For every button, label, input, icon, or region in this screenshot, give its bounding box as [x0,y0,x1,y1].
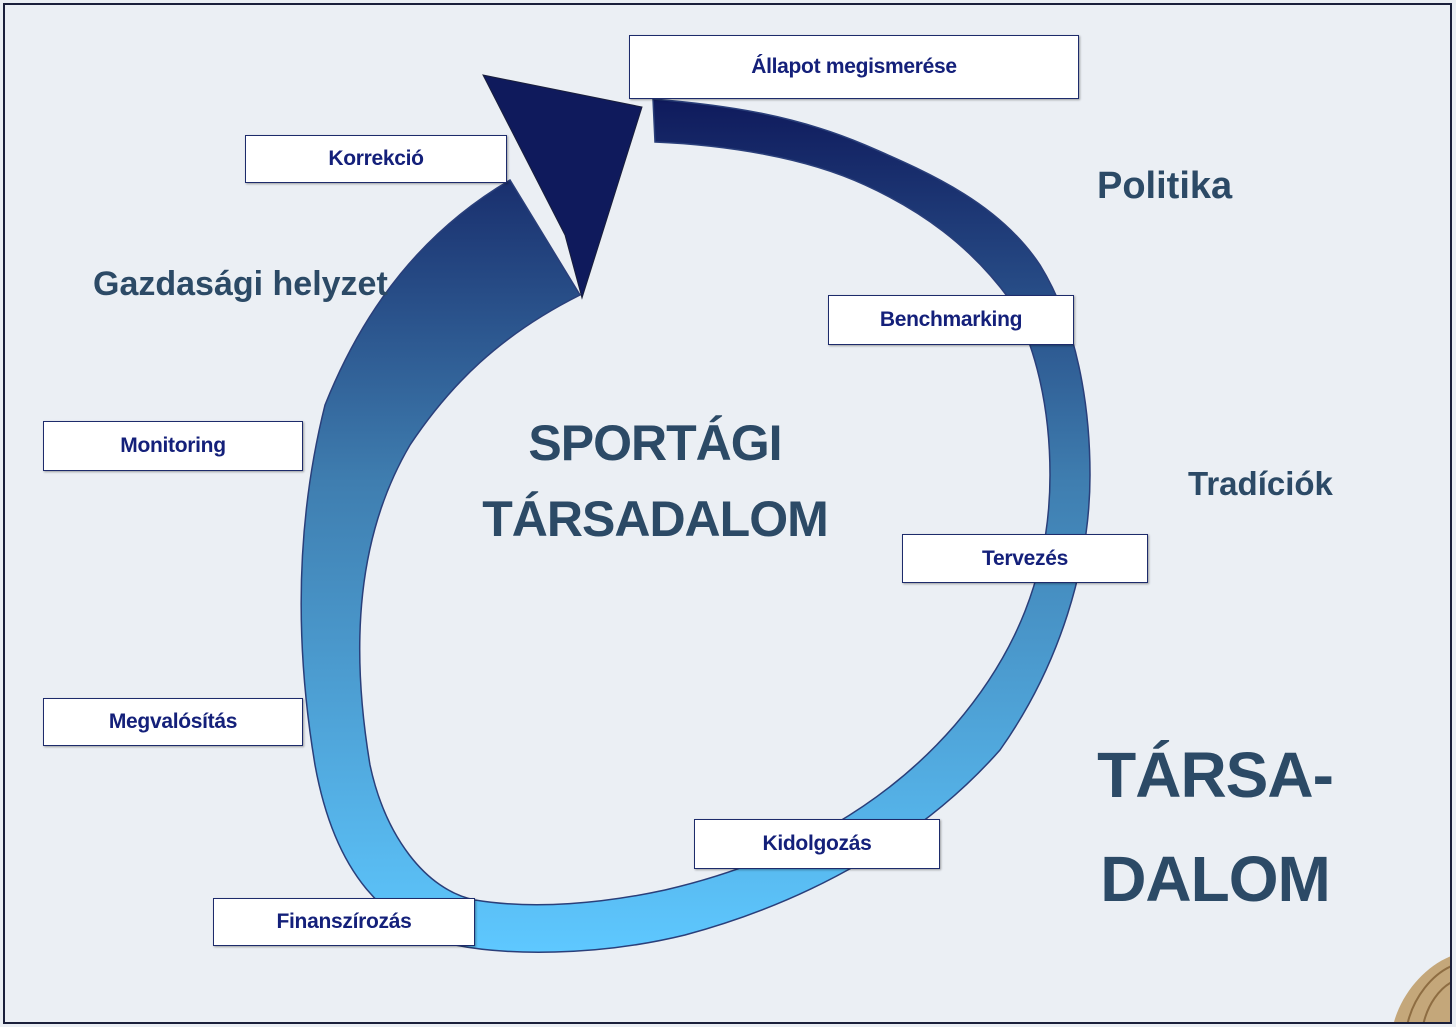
stage-benchmarking-box: Benchmarking [828,295,1074,345]
society-title-line1: TÁRSA- [1097,739,1334,811]
stage-elaboration-label: Kidolgozás [762,832,872,855]
stage-monitoring-label: Monitoring [120,434,226,457]
center-title-line2: TÁRSADALOM [482,491,829,547]
context-traditions-label: Tradíciók [1188,465,1333,502]
stage-correction-label: Korrekció [328,147,424,170]
context-politics-label: Politika [1097,165,1233,207]
slide: Állapot megismerése Korrekció Benchmarki… [3,3,1452,1024]
stage-financing-box: Finanszírozás [213,898,475,946]
stage-assessment-label: Állapot megismerése [751,55,957,78]
society-title-line2: DALOM [1100,843,1331,915]
stage-assessment-box: Állapot megismerése [629,35,1079,99]
stage-correction-box: Korrekció [245,135,507,183]
stage-benchmarking-label: Benchmarking [879,308,1023,331]
corner-ornament [1394,956,1450,1022]
center-title-line1: SPORTÁGI [528,415,782,471]
stage-implementation-label: Megvalósítás [108,710,238,733]
center-title: SPORTÁGI TÁRSADALOM [445,405,865,557]
cycle-arrow-head [482,74,643,300]
stage-monitoring-box: Monitoring [43,421,303,471]
context-economy-label: Gazdasági helyzet [93,265,388,303]
stage-financing-label: Finanszírozás [276,910,412,933]
stage-planning-box: Tervezés [902,534,1148,583]
stage-implementation-box: Megvalósítás [43,698,303,746]
stage-planning-label: Tervezés [982,546,1068,570]
society-title: TÁRSA- DALOM [1065,723,1365,931]
stage-elaboration-box: Kidolgozás [694,819,940,869]
